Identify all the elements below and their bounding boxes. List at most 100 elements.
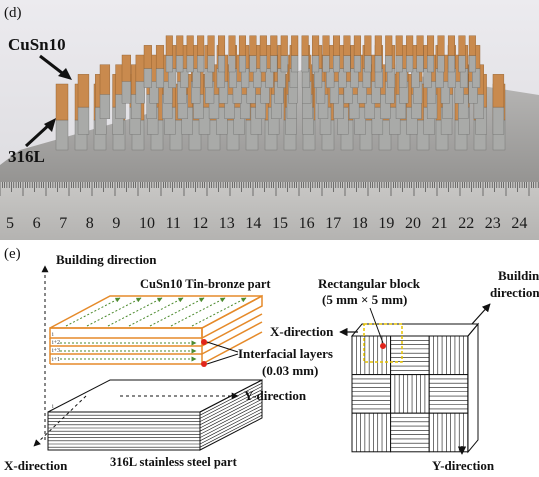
specimen-copper-part [458, 35, 466, 56]
x-direction-arrow [33, 395, 87, 447]
specimen-copper-part [218, 35, 226, 56]
scan-vector [128, 297, 184, 327]
specimen-copper-part [228, 35, 236, 56]
ruler-number: 24 [511, 215, 527, 232]
rectangular-block-highlight [363, 323, 403, 363]
specimen-copper-part [99, 64, 111, 95]
scan-vectors [60, 297, 247, 362]
specimen-steel-part [99, 93, 111, 119]
steel-layer-line [199, 386, 263, 419]
specimen-steel-part [322, 55, 330, 73]
ruler-number: 10 [139, 215, 155, 232]
rectangular-block-dot [380, 343, 386, 349]
specimen-steel-part [121, 81, 131, 104]
specimen-copper-part [468, 35, 476, 56]
specimen-steel-part [385, 55, 393, 73]
316l-label: 316L [8, 147, 45, 166]
specimen-steel-part [176, 55, 184, 73]
building-direction-label: Building direction [56, 252, 157, 267]
block-label-1: Rectangular block [318, 276, 421, 291]
checker-cell [351, 412, 392, 453]
specimen-steel-part [186, 55, 194, 73]
ruler-ticks [0, 182, 539, 196]
specimen-copper-part [280, 35, 288, 56]
scan-vector [65, 297, 121, 327]
ruler-number: 8 [86, 215, 94, 232]
x-direction-label: X-direction [4, 458, 68, 473]
ruler-number: 17 [325, 215, 341, 232]
specimen-steel-part [458, 55, 466, 73]
316l-layer-lines [48, 382, 263, 448]
block-label-2: (5 mm × 5 mm) [322, 292, 407, 307]
interfacial-label-1: Interfacial layers [238, 346, 333, 361]
specimen-copper-part [343, 35, 351, 56]
ruler-number: 21 [432, 215, 448, 232]
specimen-copper-part [143, 45, 152, 69]
specimen-steel-part [492, 106, 505, 135]
steel-layer-line [199, 398, 263, 432]
ruler-number: 6 [33, 215, 41, 232]
scan-vector [191, 297, 247, 327]
building-label-2: direction [490, 285, 539, 300]
ruler-number: 5 [6, 215, 14, 232]
block-pointer [369, 307, 384, 344]
specimen-steel-part [218, 55, 226, 73]
specimen-copper-part [364, 35, 372, 56]
specimen-steel-part [406, 55, 414, 73]
interface-pointer-bottom [206, 353, 239, 365]
specimen-copper-part [427, 35, 435, 56]
specimen-copper-part [447, 35, 455, 56]
specimen-steel-part [343, 55, 351, 73]
specimen-steel-part [427, 55, 435, 73]
ruler-number: 16 [299, 215, 315, 232]
checker-cell [390, 412, 430, 453]
ruler-number: 19 [378, 215, 394, 232]
ruler-number: 13 [219, 215, 235, 232]
specimen-copper-part [333, 35, 341, 56]
specimen-copper-part [416, 35, 424, 56]
checker-cell [351, 374, 392, 414]
layer-label-2: i+2 [52, 340, 60, 346]
specimen-steel-part [374, 55, 382, 73]
specimen-copper-part [353, 35, 361, 56]
bottom-part-label: 316L stainless steel part [110, 455, 238, 469]
specimen-steel-part [291, 55, 299, 73]
scan-vector [170, 297, 226, 327]
specimen-copper-part [301, 35, 309, 56]
right-x-direction-label: X-direction [270, 324, 334, 339]
specimen-copper-part [385, 35, 393, 56]
interface-dot-top [201, 339, 207, 345]
scan-vector [149, 297, 205, 327]
scan-vector [86, 297, 142, 327]
specimen-steel-part [270, 55, 278, 73]
specimen-steel-part [143, 68, 152, 88]
checker-cell [428, 412, 469, 453]
checker-cell [351, 335, 392, 376]
specimen-steel-part [280, 55, 288, 73]
right-y-direction-label: Y-direction [432, 458, 495, 473]
right-building-arrow [471, 303, 491, 325]
steel-layer-line [199, 392, 263, 426]
specimen-steel-part [333, 55, 341, 73]
top-part-label: CuSn10 Tin-bronze part [140, 277, 271, 291]
specimen-steel-part [416, 55, 424, 73]
steel-layer-line [199, 382, 263, 416]
specimen-steel-part [395, 55, 403, 73]
specimen-copper-part [176, 35, 184, 56]
specimen-steel-part [165, 55, 173, 73]
steel-layer-line [199, 389, 263, 422]
specimen-steel-part [197, 55, 205, 73]
layer-label-top: i [52, 332, 54, 338]
specimen-copper-part [186, 35, 194, 56]
316l-arrowhead [44, 118, 56, 132]
ruler-number: 14 [245, 215, 261, 232]
specimen-copper-part [270, 35, 278, 56]
steel-layer-line [199, 395, 263, 429]
specimen-steel-part [228, 55, 236, 73]
checker-cell [428, 335, 469, 376]
specimen-steel-part [259, 55, 267, 73]
specimen-steel-part [135, 81, 145, 104]
specimen-copper-part [322, 35, 330, 56]
